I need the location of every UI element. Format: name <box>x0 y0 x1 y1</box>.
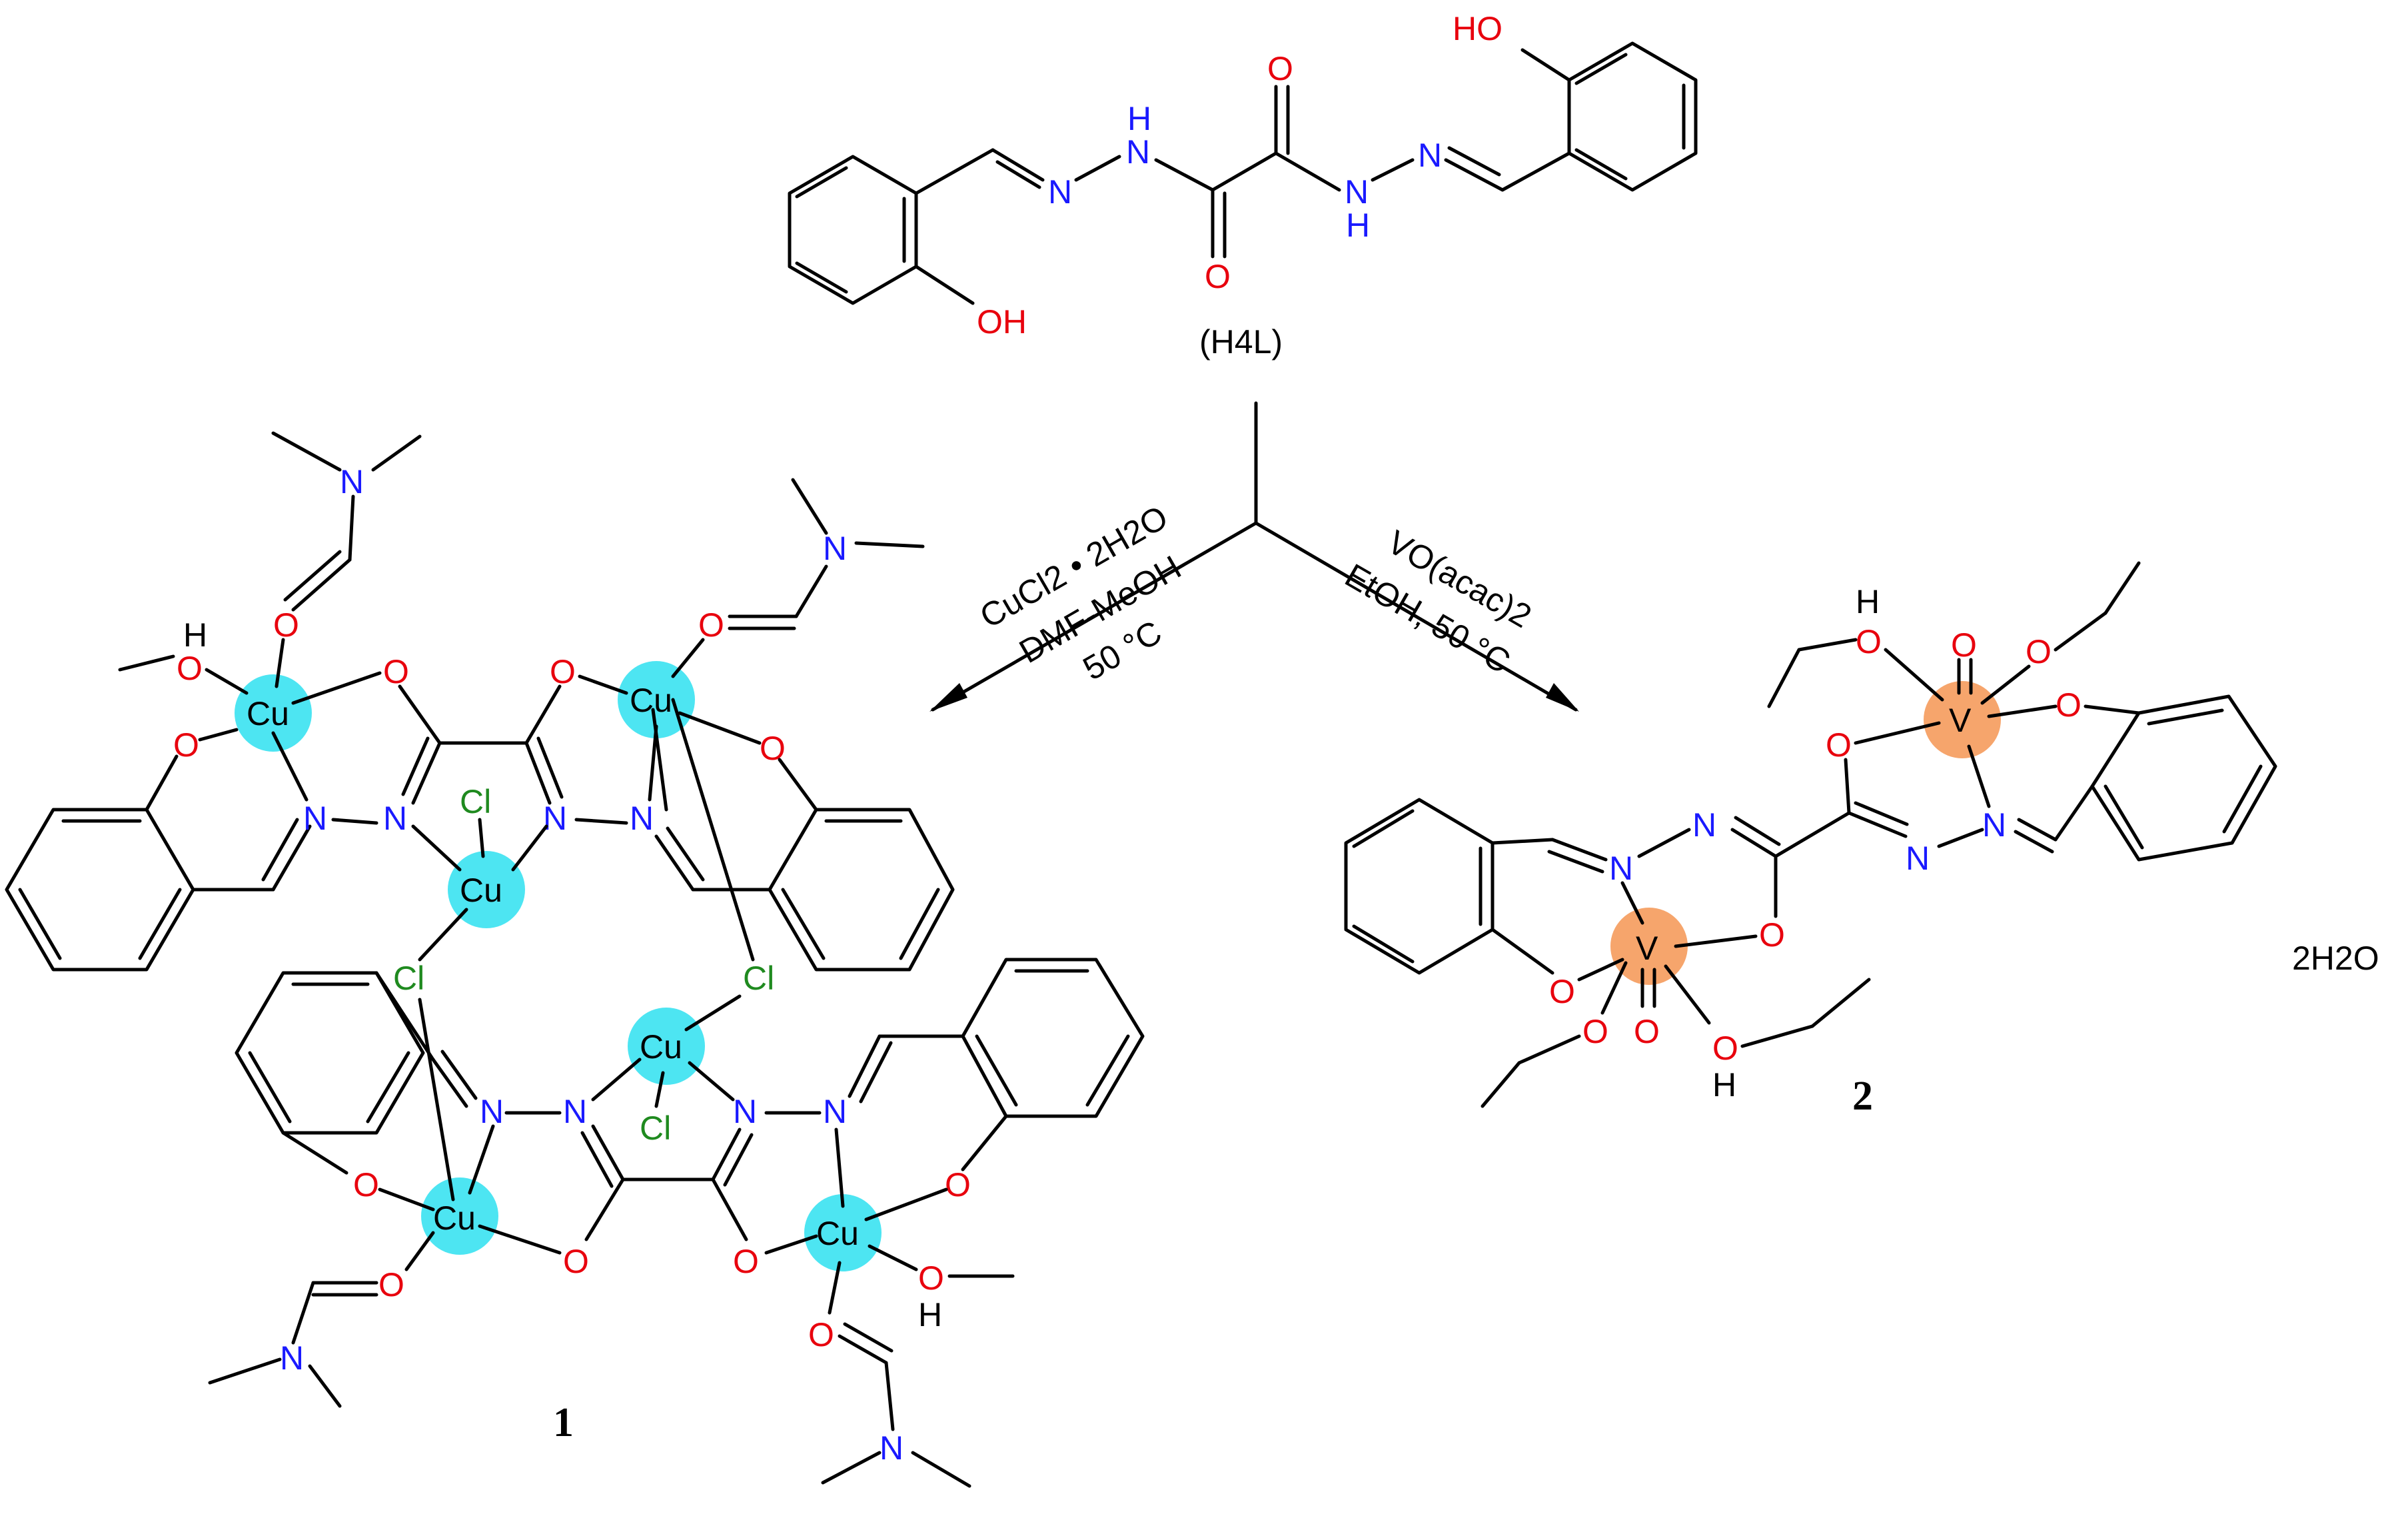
c2-n-3: N <box>1692 806 1716 844</box>
ligand-nh-n-right: N <box>1345 173 1369 211</box>
c1-n-3: N <box>543 800 567 837</box>
ligand-imine-n-right: N <box>1418 137 1442 174</box>
reaction-arrows: CuCl2 • 2H2O DMF-MeOH 50 °C VO(acac)2 Et… <box>929 401 1579 712</box>
cu-label-5: Cu <box>433 1199 476 1237</box>
c1-dmf-n-1: N <box>340 463 364 500</box>
c1-meoh-h-1: H <box>183 616 207 654</box>
cu-label-4: Cu <box>640 1028 682 1066</box>
c1-n-2: N <box>383 800 407 837</box>
v-label-1: V <box>1949 702 1972 739</box>
c1-n-4: N <box>630 800 654 837</box>
c1-o-bridge-3: O <box>563 1243 589 1280</box>
c1-o-bridge-1: O <box>383 653 409 690</box>
c1-o-bridge-4: O <box>733 1243 759 1280</box>
ligand-carbonyl-o-bottom: O <box>1205 258 1231 295</box>
cu-atom-2 <box>618 661 695 738</box>
ligand-oh-bottom: OH <box>977 303 1027 341</box>
ligand-nh-n-left: N <box>1126 133 1150 171</box>
c1-dmf-n-3: N <box>880 1429 903 1467</box>
complex-2-structure: V O H O O O N N O <box>1344 561 2379 1119</box>
c2-n-1: N <box>1982 806 2006 844</box>
c1-o-bridge-2: O <box>550 653 576 690</box>
c1-dmf-o-3: O <box>808 1316 834 1353</box>
c1-phenol-o-4: O <box>945 1166 971 1203</box>
v-label-2: V <box>1636 930 1658 967</box>
c1-n-6: N <box>563 1093 587 1130</box>
ligand-label: (H4L) <box>1199 323 1283 361</box>
ligand-imine-n-left: N <box>1048 173 1072 211</box>
c1-phenol-o-3: O <box>353 1166 379 1203</box>
cu-label-6: Cu <box>816 1215 859 1252</box>
cu-atom-1 <box>235 674 312 752</box>
c1-dmf-o-4: O <box>378 1266 404 1303</box>
c1-meoh-o-1: O <box>177 650 203 687</box>
c1-n-5: N <box>480 1093 504 1130</box>
c2-phenol-o-2: O <box>1549 973 1575 1010</box>
ligand-carbonyl-o-top: O <box>1267 50 1293 87</box>
cu-atom-6 <box>804 1194 882 1271</box>
c1-dmf-n-4: N <box>280 1339 304 1377</box>
c1-cl-3: Cl <box>743 960 774 997</box>
complex-2-number: 2 <box>1852 1074 1873 1119</box>
c1-dmf-n-2: N <box>823 530 847 567</box>
cu-label-3: Cu <box>460 872 502 909</box>
c2-etoh-h-4: H <box>1712 1066 1736 1104</box>
c2-n-2: N <box>1906 840 1930 877</box>
c1-cl-1: Cl <box>460 783 491 820</box>
c2-etoh-o-1: O <box>1856 623 1882 660</box>
c2-oxo-o-2: O <box>1634 1013 1660 1050</box>
c1-cl-2: Cl <box>393 960 424 997</box>
cu-label-1: Cu <box>247 695 289 732</box>
c2-etoh-o-2: O <box>2026 633 2052 670</box>
c1-dmf-o-2: O <box>698 606 724 644</box>
c1-dmf-o-1: O <box>273 606 299 644</box>
ligand-nh-h-left: H <box>1127 100 1151 137</box>
ligand-nh-h-right: H <box>1346 207 1370 244</box>
c1-cl-4: Cl <box>640 1110 671 1147</box>
cu-label-2: Cu <box>630 682 672 719</box>
c2-o-bridge-2: O <box>1759 916 1785 954</box>
c2-etoh-h-1: H <box>1856 583 1880 620</box>
complex-1-structure: N O O H Cu Cu O N N O <box>5 431 1145 1488</box>
v-atom-2 <box>1610 908 1688 985</box>
ligand-structure: OH N N H O O N H N HO (H4 <box>788 10 1698 361</box>
c1-meoh-h-2: H <box>918 1296 942 1333</box>
c1-meoh-o-2: O <box>918 1259 944 1297</box>
c2-etoh-o-3: O <box>1582 1013 1608 1050</box>
cu-atom-4 <box>628 1008 705 1085</box>
c2-o-bridge-1: O <box>1826 726 1852 764</box>
c1-n-1: N <box>303 800 327 837</box>
c2-oxo-o-1: O <box>1951 626 1977 664</box>
ligand-oh-top: HO <box>1453 10 1503 47</box>
cu-atom-5 <box>421 1177 498 1255</box>
c1-n-7: N <box>733 1093 757 1130</box>
c2-etoh-o-4: O <box>1712 1030 1738 1067</box>
c2-phenol-o-1: O <box>2056 686 2082 724</box>
c1-n-8: N <box>823 1093 847 1130</box>
complex-2-solvate: 2H2O <box>2292 940 2379 977</box>
complex-1-number: 1 <box>553 1400 574 1445</box>
c2-n-4: N <box>1609 850 1633 887</box>
